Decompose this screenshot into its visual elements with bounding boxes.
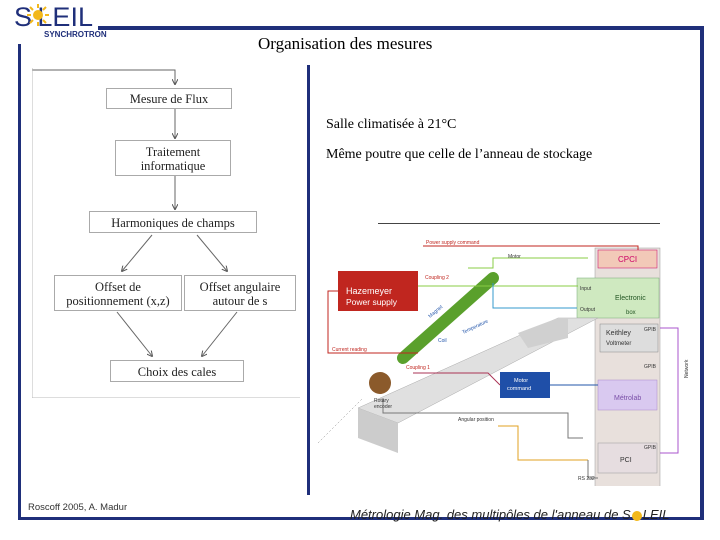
frame-right-bar (700, 26, 704, 520)
label-cpci: CPCI (618, 255, 637, 264)
label-box: box (626, 310, 636, 316)
frame-left-bar (18, 44, 21, 520)
label-motor-command-1: Motor (514, 378, 528, 384)
soleil-logo: S LEIL (14, 2, 93, 32)
flow-box-choix-des-cales: Choix des cales (110, 360, 244, 382)
label-output: Output (580, 307, 596, 313)
label-current-reading: Current reading (332, 347, 367, 353)
vertical-divider (307, 65, 310, 495)
keithley-box (599, 323, 659, 353)
hazemeyer-box (338, 271, 418, 311)
label-rs232: RS 232 (578, 476, 595, 482)
label-motor: Motor (508, 254, 521, 260)
label-gpib-3: GPIB (644, 445, 657, 451)
rotary-encoder (369, 372, 391, 394)
frame-bottom-bar (18, 517, 704, 520)
separator-line (378, 223, 660, 224)
slide-title: Organisation des mesures (258, 34, 433, 53)
flow-box-harmoniques: Harmoniques de champs (89, 211, 257, 233)
footer-right-text: Métrologie Mag. des multipôles de l'anne… (350, 507, 670, 522)
label-coupling1: Coupling 1 (406, 365, 430, 371)
label-angular-position: Angular position (458, 417, 494, 423)
label-gpib-2: GPIB (644, 364, 657, 370)
frame-top-bar (98, 26, 702, 30)
text-climate: Salle climatisée à 21°C (326, 117, 457, 132)
footer-left-text: Roscoff 2005, A. Madur (28, 502, 128, 513)
metrolab-box (597, 379, 658, 411)
label-rotary: Rotary (374, 398, 389, 404)
label-input: Input (580, 286, 592, 292)
label-hazemeyer: Hazemeyer (346, 286, 392, 296)
label-power-supply-command: Power supply command (426, 240, 480, 246)
label-electronic: Electronic (615, 295, 646, 302)
cpci-box (597, 249, 658, 269)
electronic-box (576, 277, 660, 319)
label-voltmeter: Voltmeter (606, 341, 631, 347)
sun-icon (27, 4, 49, 26)
label-coupling2: Coupling 2 (425, 275, 449, 281)
label-gpib-1: GPIB (644, 327, 657, 333)
magnet (397, 272, 499, 364)
measurement-setup-diagram: Power supply command Motor CPCI Coupling… (317, 238, 702, 489)
label-pci: PCI (620, 457, 632, 464)
label-keithley: Keithley (606, 330, 631, 337)
label-temperature: Temperature (461, 318, 489, 335)
label-motor-command-2: command (507, 386, 531, 392)
text-beam: Même poutre que celle de l’anneau de sto… (326, 147, 593, 162)
sun-icon-small (631, 510, 642, 521)
label-metrolab: Métrolab (614, 395, 641, 402)
label-network: Network (684, 359, 690, 378)
label-encoder: encoder (374, 404, 392, 410)
pci-box (597, 442, 658, 474)
flow-box-mesure-de-flux: Mesure de Flux (106, 88, 232, 109)
motor-command-box (500, 372, 550, 398)
label-coil: Coil (438, 338, 447, 344)
logo-subtitle: SYNCHROTRON (44, 30, 107, 39)
label-power-supply: Power supply (346, 297, 398, 307)
